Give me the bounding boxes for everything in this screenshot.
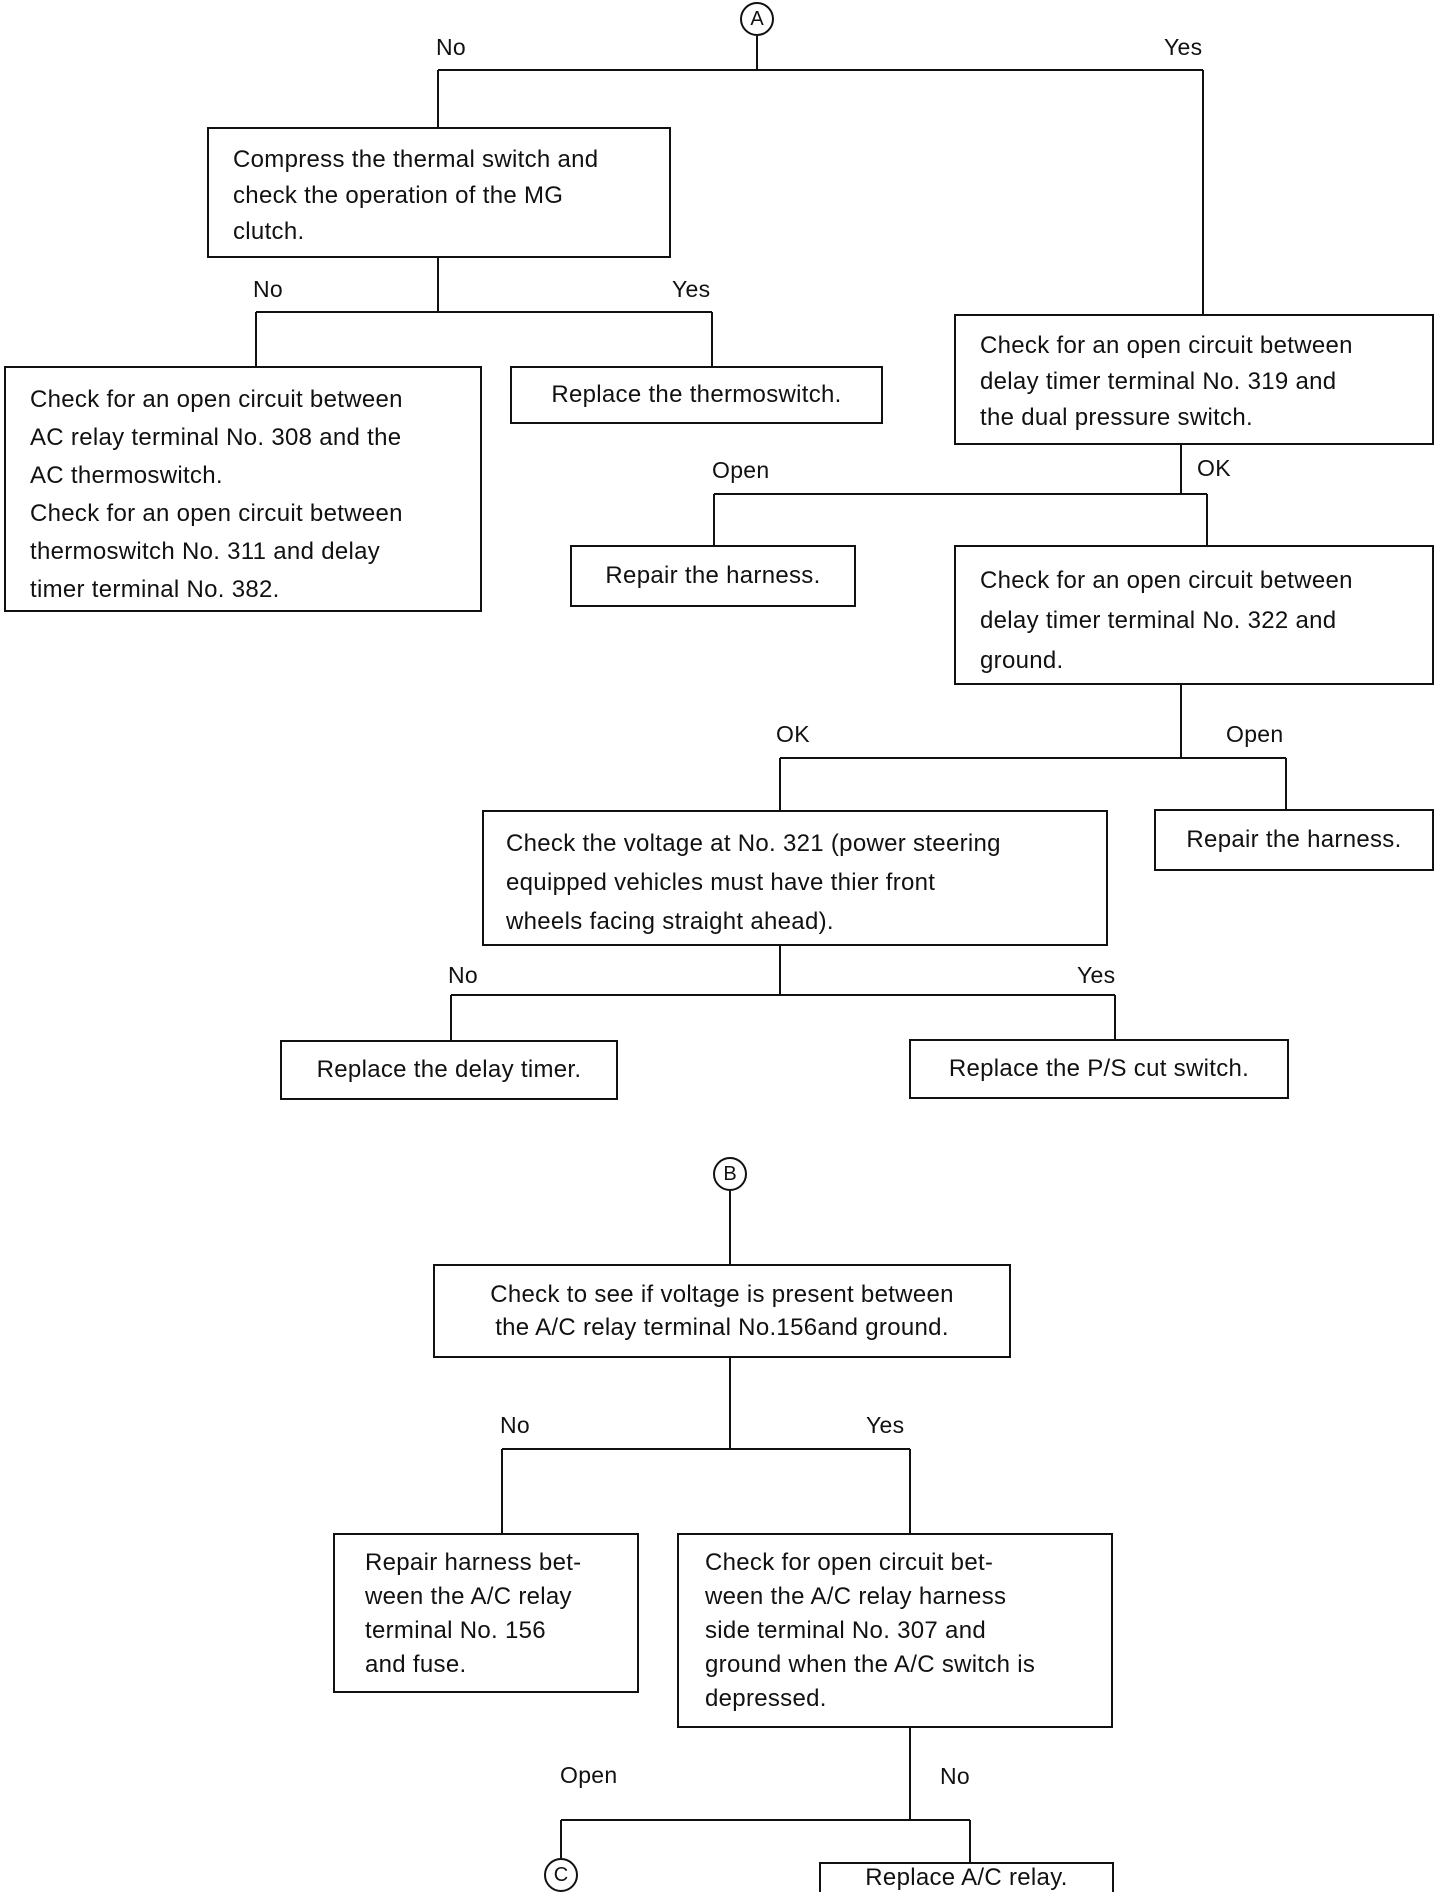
branch-label-dual-ok: OK [1197,455,1231,481]
branch-label-circuit-no: No [940,1763,971,1789]
check-terminal-322-box: Check for an open circuit between delay … [954,545,1434,685]
check-terminal-319-box: Check for an open circuit between delay … [954,314,1434,445]
check-open-circuit-ac-relay-box: Check for an open circuit between AC rel… [4,366,482,612]
replace-ps-cut-switch-box: Replace the P/S cut switch. [909,1039,1289,1099]
check-terminal-307-box: Check for open circuit bet- ween the A/C… [677,1533,1113,1728]
replace-ac-relay-box: Replace A/C relay. [819,1862,1114,1892]
branch-label-a-yes: Yes [1164,34,1203,60]
compress-thermal-switch-box: Compress the thermal switch and check th… [207,127,671,258]
branch-label-compress-no: No [253,276,284,302]
branch-label-ground-open: Open [1226,721,1284,747]
repair-harness-156-box: Repair harness bet- ween the A/C relay t… [333,1533,639,1693]
branch-label-b-no: No [500,1412,531,1438]
branch-label-dual-open: Open [712,457,770,483]
branch-label-circuit-open: Open [560,1762,618,1788]
branch-label-a-no: No [436,34,467,60]
branch-label-voltage-yes: Yes [1077,962,1116,988]
replace-thermoswitch-box: Replace the thermoswitch. [510,366,883,424]
node-a-letter: A [750,7,764,30]
check-voltage-321-box: Check the voltage at No. 321 (power stee… [482,810,1108,946]
connector-node-b: B [713,1157,747,1191]
repair-harness-box-2: Repair the harness. [1154,809,1434,871]
node-b-letter: B [723,1162,737,1185]
branch-label-voltage-no: No [448,962,479,988]
node-c-letter: C [553,1863,569,1886]
connector-node-a: A [740,2,774,36]
replace-delay-timer-box: Replace the delay timer. [280,1040,618,1100]
branch-label-ground-ok: OK [776,721,810,747]
branch-label-b-yes: Yes [866,1412,905,1438]
branch-label-compress-yes: Yes [672,276,711,302]
repair-harness-box-1: Repair the harness. [570,545,856,607]
check-voltage-156-box: Check to see if voltage is present betwe… [433,1264,1011,1358]
connector-node-c: C [544,1858,578,1892]
